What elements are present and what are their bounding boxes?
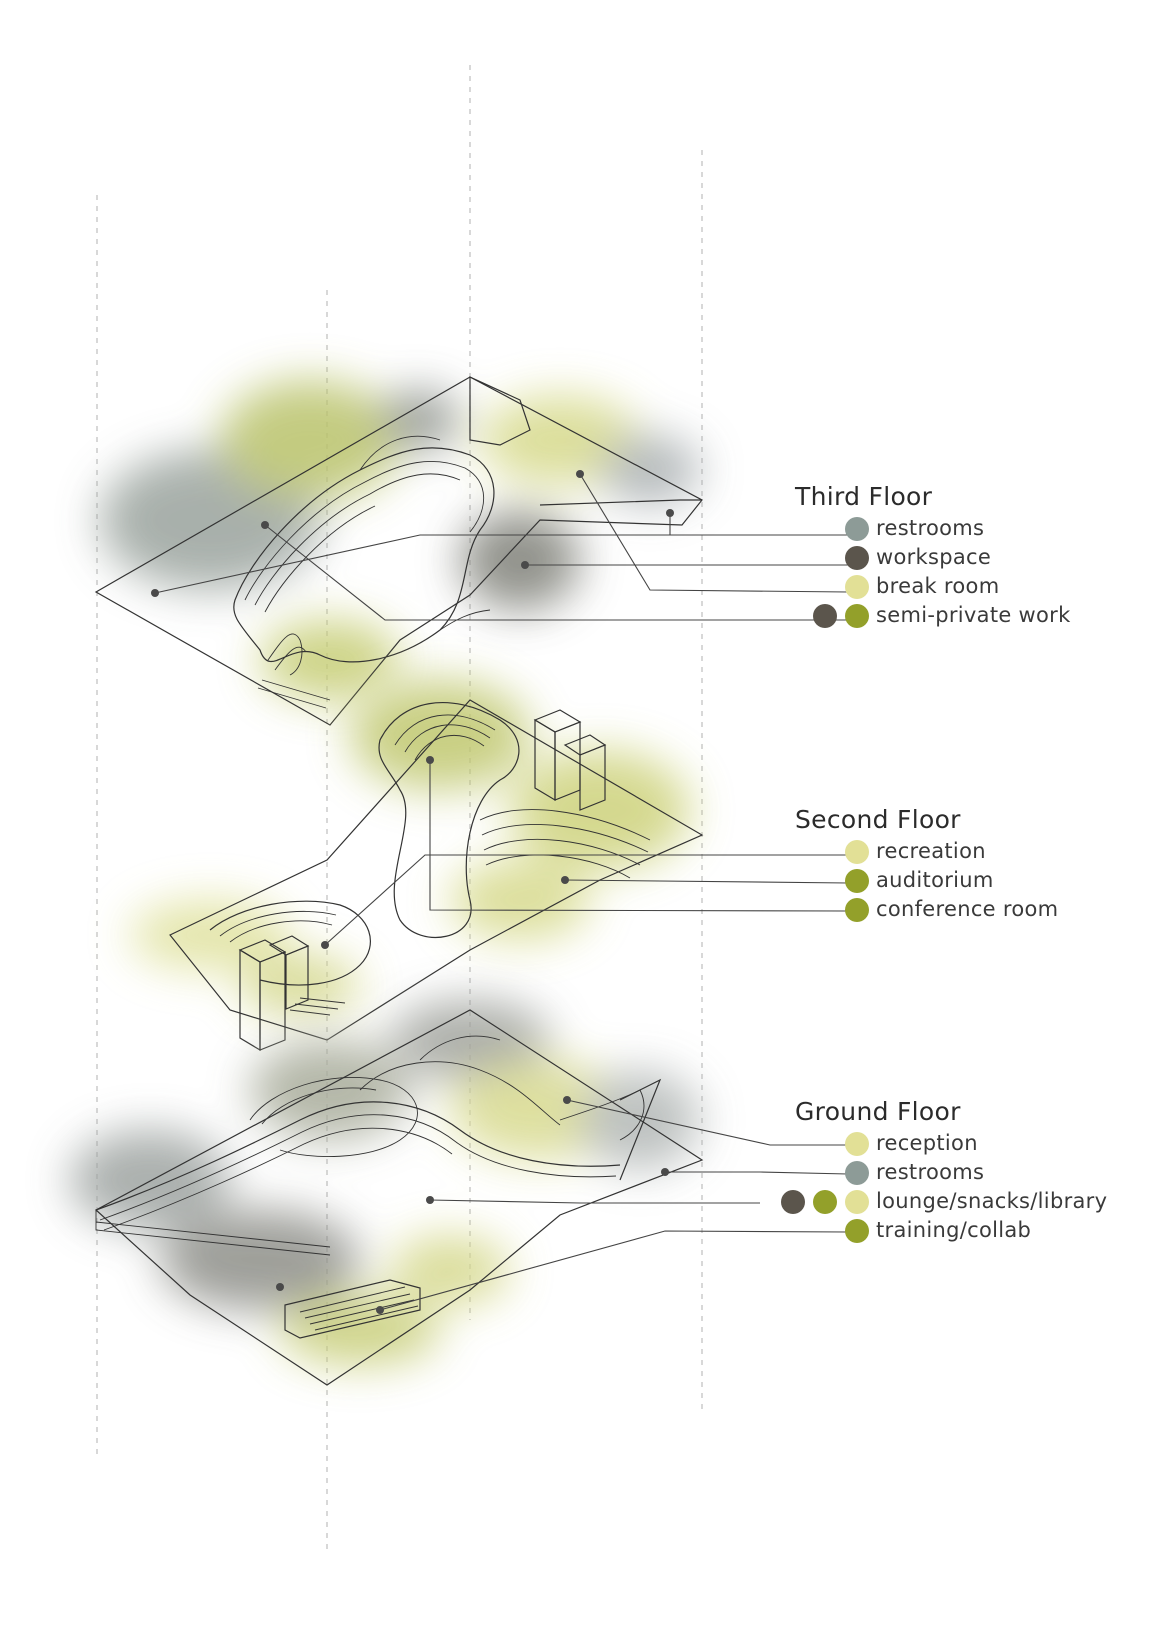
room-label: restrooms: [876, 1160, 984, 1184]
legend-marker-pale_yellow: [845, 840, 869, 864]
legend-marker-pale_yellow: [845, 1190, 869, 1214]
stepped-seating: [284, 1279, 421, 1339]
second-floor-legend: Second Floor recreation auditorium conferen…: [795, 805, 1058, 922]
leader-lines: [154, 473, 849, 1311]
room-label: recreation: [876, 839, 986, 863]
legend-marker-olive: [845, 898, 869, 922]
legend-marker-dark: [813, 604, 837, 628]
legend-marker-pale_yellow: [845, 575, 869, 599]
legend-marker-olive: [813, 1190, 837, 1214]
core-towers: [238, 709, 607, 1052]
room-label: training/collab: [876, 1218, 1031, 1242]
room-label: auditorium: [876, 868, 994, 892]
third-floor-title: Third Floor: [794, 482, 933, 511]
room-label: workspace: [876, 545, 991, 569]
legend-marker-olive: [845, 604, 869, 628]
room-label: conference room: [876, 897, 1058, 921]
second-floor-plate: [130, 680, 704, 1052]
room-label: semi-private work: [876, 603, 1071, 627]
second-floor-title: Second Floor: [795, 805, 961, 834]
legend-marker-pale_yellow: [845, 1132, 869, 1156]
ground-floor-legend: Ground Floor reception restrooms lounge/sna…: [781, 1097, 1107, 1243]
third-floor-plate: [94, 376, 703, 726]
legend-marker-grey: [845, 1161, 869, 1185]
room-label: lounge/snacks/library: [876, 1189, 1107, 1213]
ground-floor-title: Ground Floor: [795, 1097, 961, 1126]
legend-marker-dark: [781, 1190, 805, 1214]
room-label: break room: [876, 574, 999, 598]
floor-legend: Third Floor restrooms workspace break room s…: [781, 482, 1107, 1243]
room-label: reception: [876, 1131, 978, 1155]
location-pins: [151, 470, 674, 1314]
ground-floor-plate: [70, 1000, 704, 1386]
room-label: restrooms: [876, 516, 984, 540]
legend-marker-olive: [845, 869, 869, 893]
third-floor-legend: Third Floor restrooms workspace break room s…: [794, 482, 1071, 628]
legend-marker-dark: [845, 546, 869, 570]
legend-marker-olive: [845, 1219, 869, 1243]
legend-marker-grey: [845, 517, 869, 541]
